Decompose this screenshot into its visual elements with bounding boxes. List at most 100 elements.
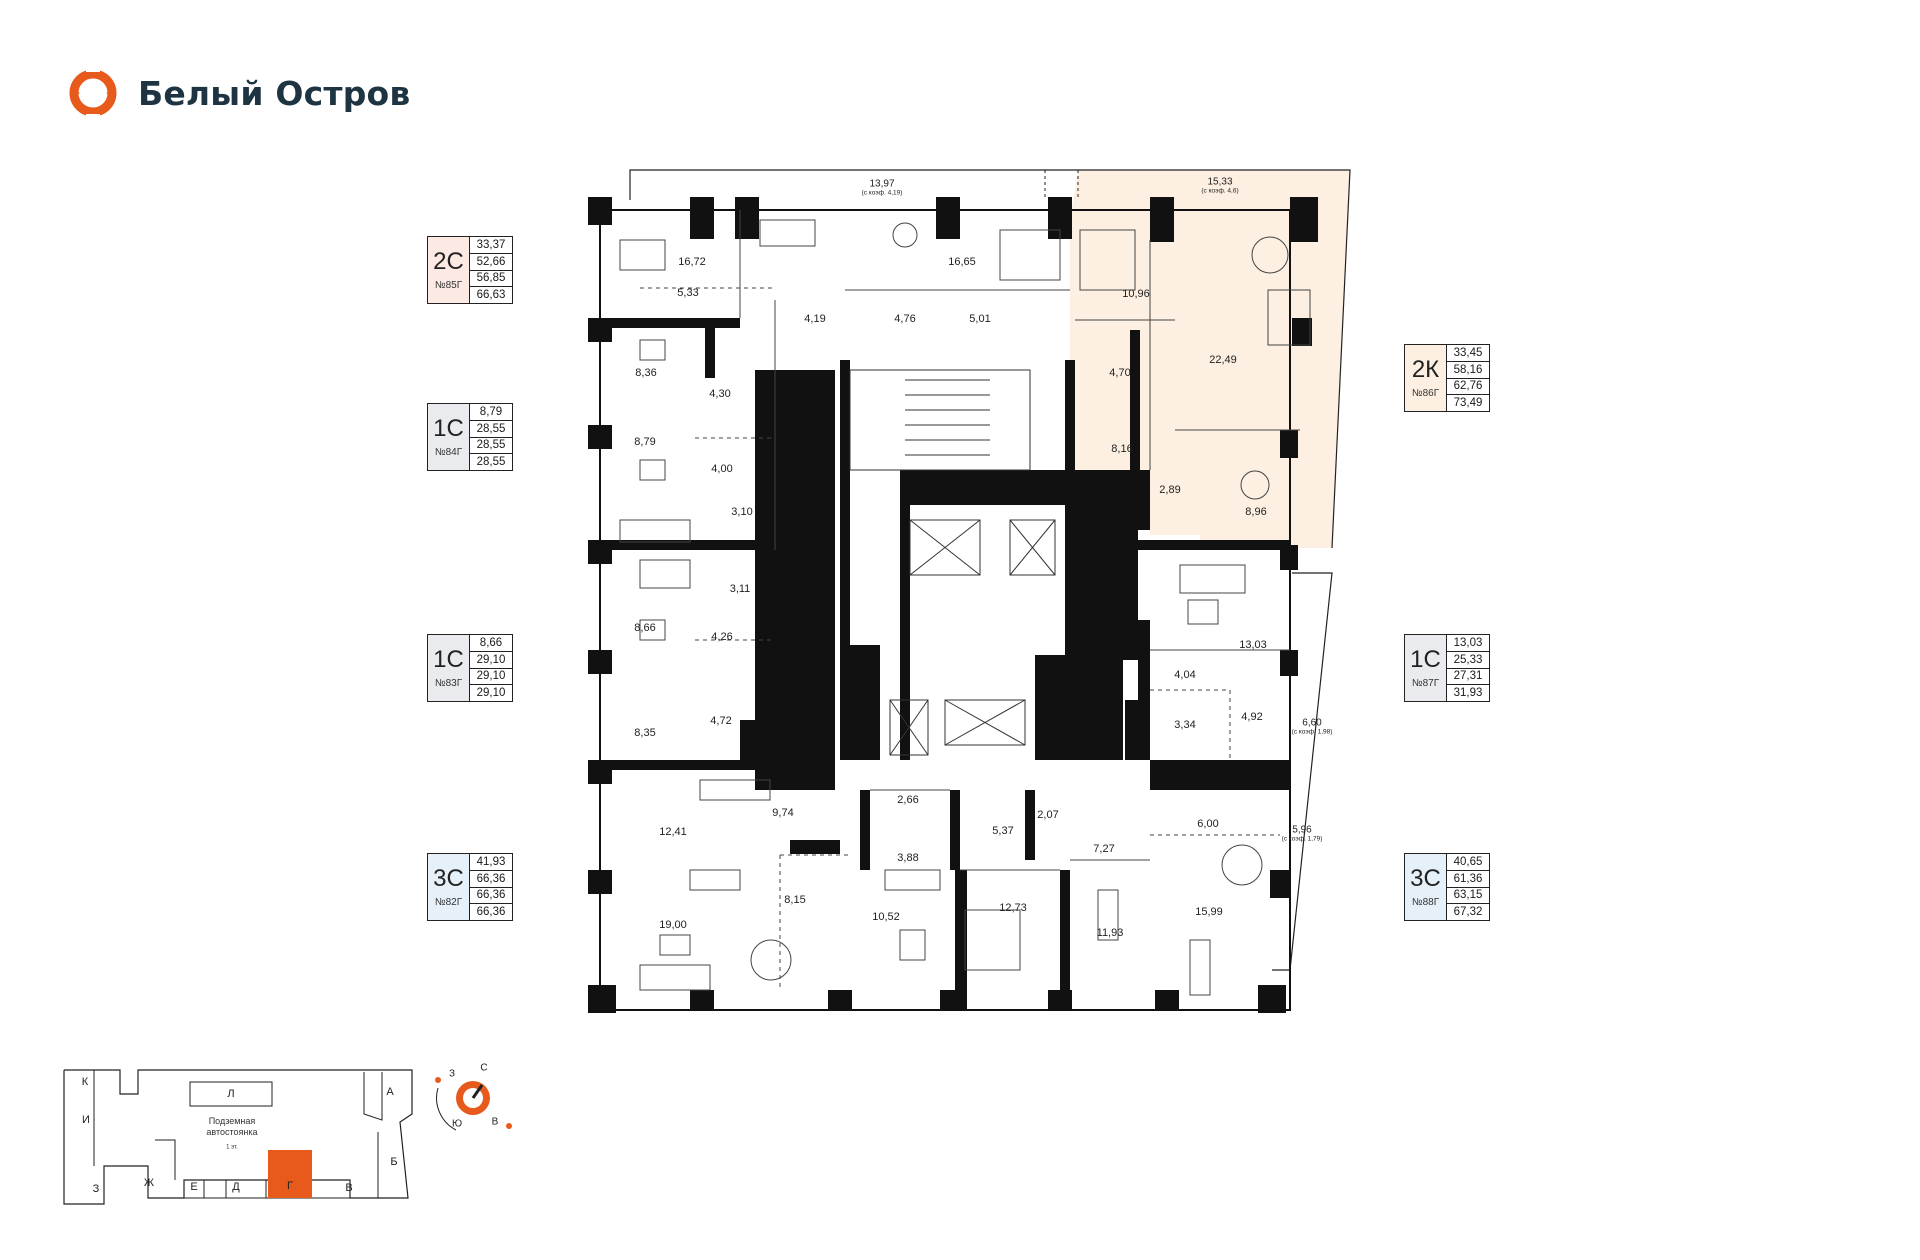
room-area: 11,93 [1096,927,1124,939]
area-value: 33,45 [1447,345,1489,362]
room-area: 8,16 [1111,443,1133,455]
area-value: 28,55 [470,421,512,438]
area-value: 8,79 [470,404,512,421]
apartment-areas: 41,93 66,36 66,36 66,36 [470,854,512,920]
area-value: 61,36 [1447,871,1489,888]
room-area: 2,07 [1037,809,1059,821]
room-area: 4,30 [709,388,731,400]
logo-icon [66,66,120,120]
room-area: 2,89 [1159,484,1181,496]
area-value: 40,65 [1447,854,1489,871]
room-area: 8,35 [634,727,656,739]
room-area: 22,49 [1209,354,1237,366]
compass: С З Ю В [428,1058,518,1138]
room-area: 5,33 [677,287,699,299]
room-area: 13,03 [1239,639,1267,651]
room-area: 16,72 [678,256,706,268]
apartment-card-83[interactable]: 1С №83Г 8,66 29,10 29,10 29,10 [427,634,513,702]
room-area: 7,27 [1093,843,1115,855]
apartment-areas: 33,37 52,66 56,85 66,63 [470,237,512,303]
area-value: 29,10 [470,669,512,686]
room-area: 8,79 [634,436,656,448]
apartment-number: №84Г [434,446,463,458]
active-section[interactable] [268,1150,312,1198]
apartment-type: 3С [1410,864,1441,892]
apartment-card-85[interactable]: 2С №85Г 33,37 52,66 56,85 66,63 [427,236,513,304]
section-label: Б [390,1156,398,1168]
room-area: 4,04 [1174,669,1196,681]
room-area: 2,66 [897,794,919,806]
apartment-type: 1С [433,414,464,442]
room-area: 9,74 [772,807,794,819]
apartment-areas: 8,79 28,55 28,55 28,55 [470,404,512,470]
brand-logo: Белый Остров [66,66,410,120]
apartment-areas: 13,03 25,33 27,31 31,93 [1447,635,1489,701]
apartment-number: №85Г [434,279,463,291]
room-area: 8,36 [635,367,657,379]
compass-east: В [491,1116,499,1128]
room-area: 4,70 [1109,367,1131,379]
apartment-number: №82Г [434,896,463,908]
section-label: Ж [143,1177,155,1189]
apartment-card-82[interactable]: 3С №82Г 41,93 66,36 66,36 66,36 [427,853,513,921]
area-value: 58,16 [1447,362,1489,379]
apartment-type-tag: 3С №88Г [1405,854,1447,920]
section-label: З [92,1183,100,1195]
area-value: 33,37 [470,237,512,254]
apartment-type: 2С [433,247,464,275]
compass-west: З [448,1068,456,1080]
room-area: 3,11 [729,583,751,595]
apartment-type-tag: 1С №83Г [428,635,470,701]
room-area: 5,01 [969,313,991,325]
apartment-number: №86Г [1411,387,1440,399]
compass-south: Ю [451,1118,463,1130]
apartment-type: 3С [433,864,464,892]
compass-north: С [480,1062,488,1074]
apartment-areas: 33,45 58,16 62,76 73,49 [1447,345,1489,411]
balcony-area: 5,96(с коэф. 1,79) [1281,824,1323,842]
compass-icon [435,1077,512,1131]
area-value: 27,31 [1447,669,1489,686]
building-minimap: К Л А И Б З Ж Е Д Г В Подземная автостоя… [60,1062,420,1212]
apartment-type-tag: 2С №85Г [428,237,470,303]
room-area: 3,10 [731,506,753,518]
apartment-areas: 40,65 61,36 63,15 67,32 [1447,854,1489,920]
room-area: 4,72 [710,715,732,727]
room-area: 10,52 [872,911,900,923]
balcony-area: 15,33(с коэф. 4,6) [1201,176,1239,194]
section-label: И [82,1114,90,1126]
section-label: К [81,1076,89,1088]
section-label: А [386,1086,394,1098]
room-area: 4,92 [1241,711,1263,723]
room-area: 12,73 [999,902,1027,914]
area-value: 31,93 [1453,687,1483,700]
room-area: 8,15 [784,894,806,906]
area-value: 29,10 [470,652,512,669]
area-value: 13,03 [1447,635,1489,652]
apartment-card-86[interactable]: 2К №86Г 33,45 58,16 62,76 73,49 [1404,344,1490,412]
apartment-type-tag: 1С №87Г [1405,635,1447,701]
balcony-area: 6,60(с коэф. 1,98) [1291,717,1333,735]
room-area: 6,00 [1197,818,1219,830]
area-value: 67,32 [1453,906,1483,919]
area-value: 28,55 [470,438,512,455]
area-value: 66,36 [470,871,512,888]
brand-name: Белый Остров [138,73,411,113]
area-value: 62,76 [1447,379,1489,396]
minimap-outline [63,1069,413,1205]
area-value: 52,66 [470,254,512,271]
section-label: В [345,1182,353,1194]
apartment-card-87[interactable]: 1С №87Г 13,03 25,33 27,31 31,93 [1404,634,1490,702]
room-area: 3,88 [897,852,919,864]
room-area: 10,96 [1122,288,1150,300]
room-area: 19,00 [659,919,687,931]
apartment-type: 1С [1410,645,1441,673]
apartment-type: 1С [433,645,464,673]
apartment-card-88[interactable]: 3С №88Г 40,65 61,36 63,15 67,32 [1404,853,1490,921]
room-area: 4,00 [711,463,733,475]
apartment-card-84[interactable]: 1С №84Г 8,79 28,55 28,55 28,55 [427,403,513,471]
room-area: 4,19 [804,313,826,325]
apartment-type-tag: 1С №84Г [428,404,470,470]
